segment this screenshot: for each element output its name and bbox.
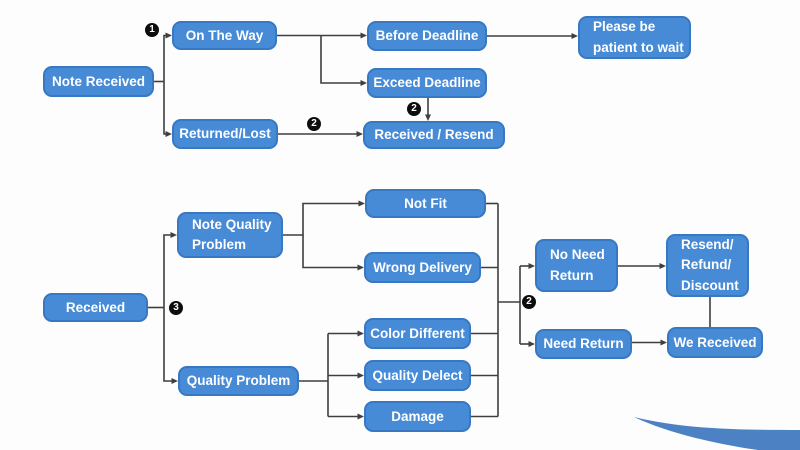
node-note-received: Note Received xyxy=(43,66,154,97)
node-label: On The Way xyxy=(185,27,264,43)
node-no-need-return: No Need Return xyxy=(535,239,618,292)
node-on-the-way: On The Way xyxy=(172,21,277,50)
node-label-line: patient to wait xyxy=(593,39,684,55)
node-label: Need Return xyxy=(543,336,624,352)
node-label-line: Resend/ xyxy=(681,237,734,253)
node-resend-refund-discount: Resend/ Refund/ Discount xyxy=(666,234,749,297)
node-label-line: Problem xyxy=(192,237,247,252)
node-color-different: Color Different xyxy=(364,318,471,349)
node-label: Quality Delect xyxy=(372,367,463,383)
node-label: Damage xyxy=(391,408,444,424)
node-need-return: Need Return xyxy=(535,329,632,359)
node-quality-delect: Quality Delect xyxy=(364,360,471,391)
node-not-fit: Not Fit xyxy=(365,189,486,218)
node-label: Note Received xyxy=(51,73,146,89)
node-label-line: Return xyxy=(550,267,594,283)
node-label: Exceed Deadline xyxy=(373,75,481,91)
node-label: Color Different xyxy=(370,325,465,341)
node-label: Received / Resend xyxy=(374,127,494,143)
step-1-marker: 1 xyxy=(145,23,159,37)
node-label: Not Fit xyxy=(404,195,447,211)
step-2-marker-exceed: 2 xyxy=(407,102,421,116)
node-label-line: Please be xyxy=(593,19,656,35)
step-3-marker: 3 xyxy=(169,301,183,315)
node-returned-lost: Returned/Lost xyxy=(172,119,278,149)
step-2-marker-returned: 2 xyxy=(307,117,321,131)
node-label: Quality Problem xyxy=(186,373,291,389)
node-label: Before Deadline xyxy=(375,28,479,44)
node-label: Received xyxy=(65,299,126,315)
node-wrong-delivery: Wrong Delivery xyxy=(364,252,481,283)
node-before-deadline: Before Deadline xyxy=(367,21,487,51)
node-note-quality-problem: Note Quality Problem xyxy=(177,212,283,258)
swoosh-decoration xyxy=(634,417,800,450)
node-label: Returned/Lost xyxy=(179,126,271,142)
node-exceed-deadline: Exceed Deadline xyxy=(367,68,487,98)
node-received-resend: Received / Resend xyxy=(363,121,505,149)
node-label-line: No Need xyxy=(550,247,605,263)
node-please-be-patient: Please be patient to wait xyxy=(578,16,691,59)
node-label-line: Refund/ xyxy=(681,257,732,273)
node-label-line: Discount xyxy=(681,277,739,293)
node-label: Wrong Delivery xyxy=(373,259,472,275)
node-we-received: We Received xyxy=(667,327,763,358)
node-damage: Damage xyxy=(364,401,471,432)
node-quality-problem: Quality Problem xyxy=(178,366,299,396)
node-label: We Received xyxy=(673,334,757,350)
node-received: Received xyxy=(43,293,148,322)
step-2-marker-branch: 2 xyxy=(522,295,536,309)
node-label-line: Note Quality xyxy=(192,216,272,232)
